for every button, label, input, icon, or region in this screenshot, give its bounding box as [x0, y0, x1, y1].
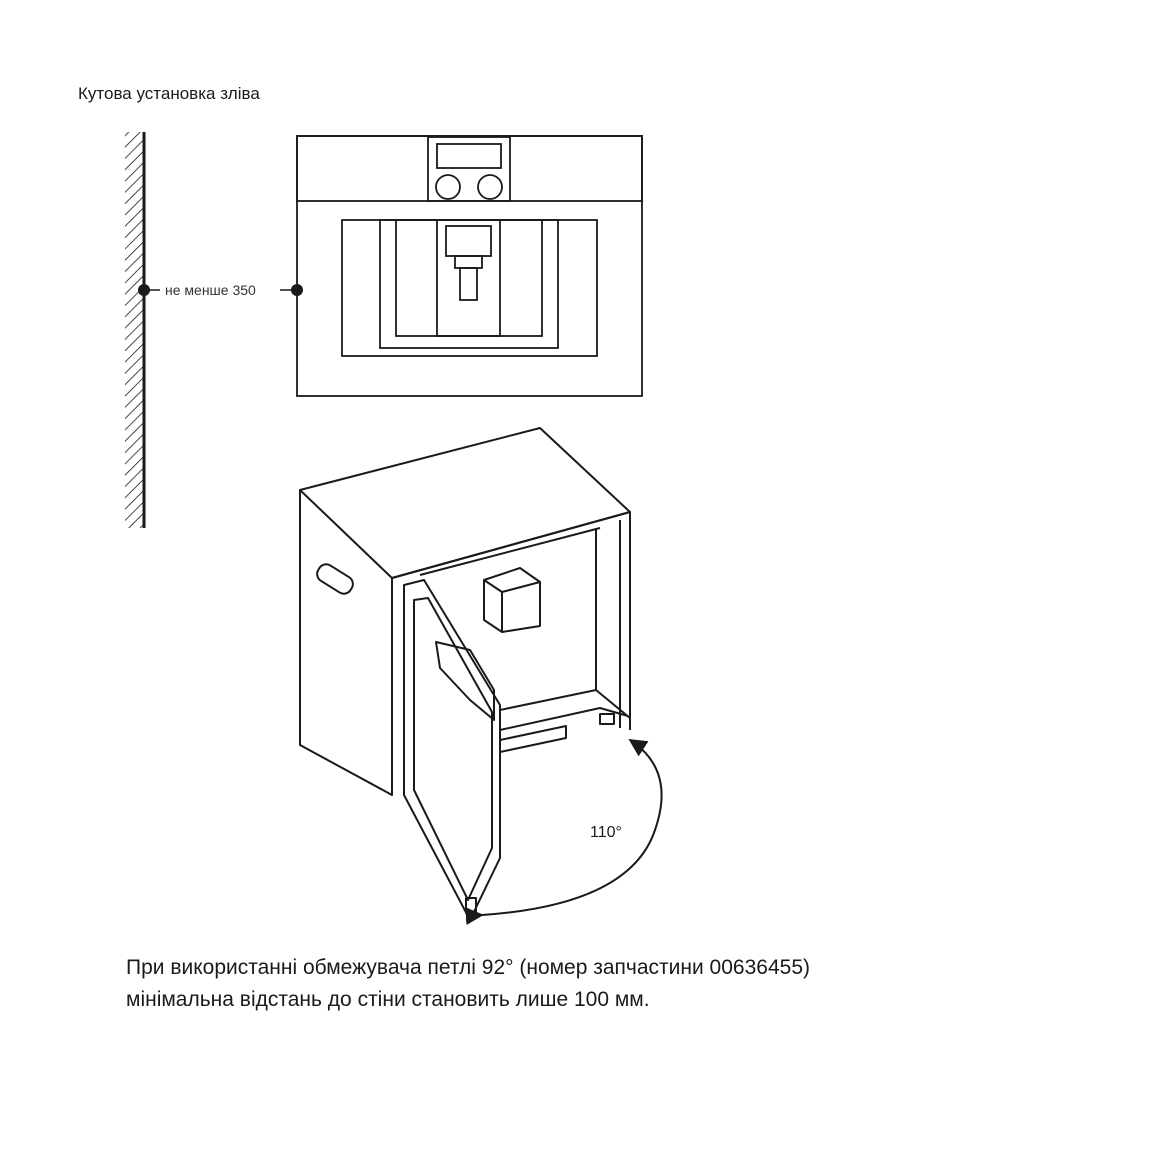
appliance-front-view	[296, 135, 643, 397]
note-line-1: При використанні обмежувача петлі 92° (н…	[126, 956, 810, 979]
clearance-dimension: не менше 350	[138, 282, 303, 298]
control-panel	[427, 136, 511, 202]
angle-label: 110°	[590, 824, 622, 841]
door-opening-angle: 110°	[465, 739, 663, 926]
coffee-outlet	[445, 225, 492, 257]
spout	[459, 267, 478, 301]
dimension-label: не менше 350	[165, 282, 256, 298]
diagram-title: Кутова установка зліва	[78, 84, 260, 103]
display-screen	[436, 143, 502, 169]
wall	[125, 132, 146, 528]
installation-note: При використанні обмежувача петлі 92° (н…	[126, 952, 810, 1016]
hinge-slot	[599, 713, 615, 725]
control-knob-right	[477, 174, 503, 200]
note-line-2: мінімальна відстань до стіни становить л…	[126, 988, 650, 1011]
control-knob-left	[435, 174, 461, 200]
carry-handle	[316, 563, 354, 595]
appliance-isometric-view	[299, 427, 631, 921]
brew-unit	[483, 567, 541, 633]
